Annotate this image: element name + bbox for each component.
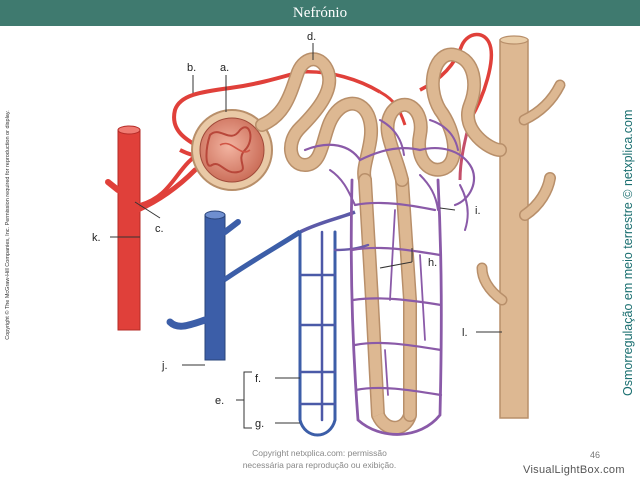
footer-copyright-line2: necessária para reprodução ou exibição. — [242, 460, 397, 470]
label-f: f. — [255, 373, 261, 385]
label-j: j. — [161, 360, 168, 372]
label-b: b. — [187, 62, 196, 74]
watermark-text: VisualLightBox.com — [523, 464, 625, 476]
glomerulus — [191, 109, 273, 191]
page-title: Nefrónio — [292, 4, 348, 21]
label-k: k. — [92, 232, 101, 244]
label-c: c. — [155, 223, 164, 235]
capillary-network — [298, 119, 476, 437]
arterioles — [139, 32, 494, 207]
label-leaders — [110, 43, 502, 429]
label-l: l. — [462, 327, 468, 339]
label-a: a. — [220, 62, 229, 74]
label-h: h. — [428, 257, 437, 269]
publisher-copyright-text: Copyright © The McGraw-Hill Companies, I… — [5, 110, 11, 340]
footer-copyright-line1: Copyright netxplica.com: permissão — [252, 448, 387, 458]
label-d: d. — [307, 31, 316, 43]
site-credit-text: Osmorregulação em meio terrestre © netxp… — [621, 109, 635, 396]
nephron-tubule — [255, 47, 507, 435]
label-g: g. — [255, 418, 264, 430]
title-bar: Nefrónio — [0, 0, 640, 26]
label-e: e. — [215, 395, 224, 407]
label-i: i. — [475, 205, 481, 217]
vein — [166, 210, 356, 361]
page-number: 46 — [590, 450, 601, 460]
collecting-duct — [476, 35, 566, 419]
footer-copyright: Copyright netxplica.com: permissão neces… — [222, 447, 417, 471]
